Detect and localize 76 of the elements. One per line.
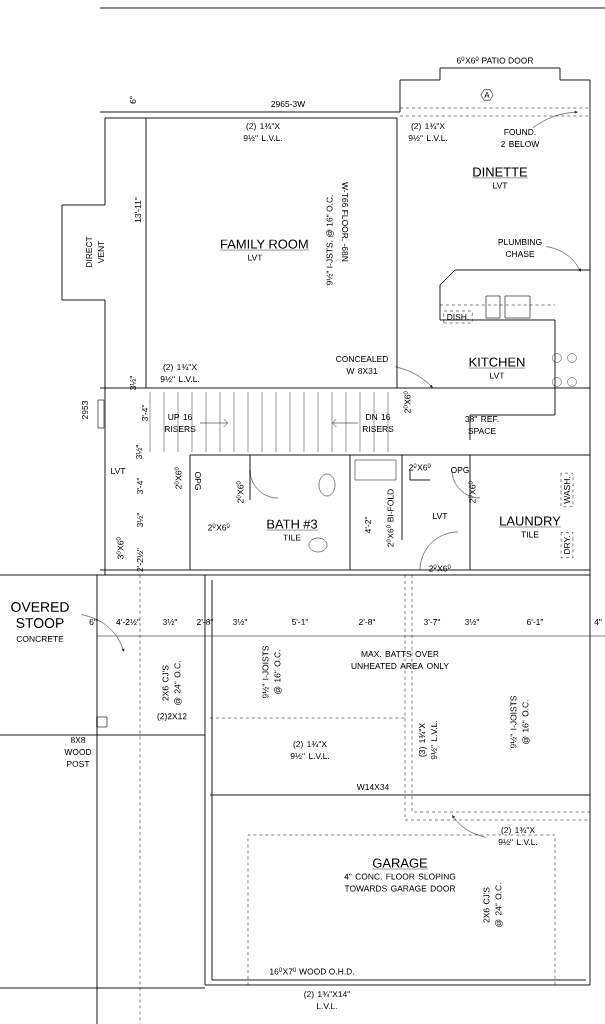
plan-note: 8X8 WOOD POST [64,737,92,767]
plan-note: (2) 1¾"X 9½" L.V.L. [243,122,282,142]
plan-note: 2$^{0}$X6$^{0}$ [236,481,244,503]
plan-note: W-T66 FLOOR. -68N [342,182,348,262]
plan-note: 3'-7" [423,619,441,625]
appliance-box: WASH. [560,473,574,507]
plan-note: 2$^{0}$X6$^{0}$ [468,481,476,503]
plan-note: 9½" I-JSTS. @ 16" O.C. [326,195,334,286]
plan-note: OPG [451,467,469,473]
plan-note: MAX. BATTS OVER UNHEATED AREA ONLY [351,651,449,669]
plan-note: 2'-2½" [137,548,143,572]
plan-note: 3½" [464,619,479,625]
plan-note: 3½" [137,512,143,528]
note-text: (2) 1¾"X 9½" L.V.L. [498,826,537,846]
plan-note: 2X6 CJ'S @ 24" O.C. [483,883,503,927]
room-label: LAUNDRY TILE [498,516,562,538]
plan-note: (2)2X12 [157,713,187,721]
note-text: DN 16 RISERS [362,414,394,432]
plan-note: 2$^{0}$X6$^{0}$ [174,467,182,489]
plan-note: 3'-4" [137,477,143,495]
plan-note: 3½" [130,375,136,391]
plan-note: 9½" I-JOISTS @ 16" O.C. [262,645,282,699]
plan-note: 2'-8" [359,619,376,625]
plan-note: 4'-2" [365,516,371,534]
leader-line [80,614,125,652]
plan-note: 2'-8" [197,619,214,625]
leader-line [545,246,581,272]
note-text: UP 16 RISERS [164,414,196,432]
room-label: FAMILY ROOM LVT [219,239,309,261]
room-label: GARAGE 4" CONC. FLOOR SLOPING TOWARDS GARAGE DOOR [344,858,456,892]
appliance-box: DRY. [560,532,574,558]
plan-note: 2953 [82,400,88,419]
plan-note: 38" REF. SPACE [465,416,499,434]
plan-note: 2$^{0}$X6$^{0}$ [208,523,230,531]
appliance-box: DISH. [443,310,473,324]
plan-note: 16$^{0}$X7$^{0}$ WOOD O.H.D. [270,967,354,975]
plan-note: 3½" [162,619,177,625]
note-text: PLUMBING CHASE [498,239,542,257]
room-label: DINETTE LVT [472,167,528,189]
plan-note: 2X6 CJ'S @ 24" O.C. [162,661,182,705]
plan-note: 4'-2½" [116,619,140,625]
plan-note: 2$^{0}$X6$^{0}$ [403,391,411,413]
leader-line [452,815,487,838]
plan-note: 2965-3W [271,101,306,107]
leader-line [394,366,433,388]
plan-note: 6" [130,96,136,104]
room-label: BATH #3 TILE [266,519,318,541]
plan-note: 3$^{0}$X6$^{0}$ [116,537,124,559]
plan-note: 3½" [232,619,247,625]
note-text: FOUND. 2 BELOW [501,129,540,147]
plan-note: (2) 1¾"X 9½" L.V.L. [290,740,329,760]
plan-note: 13'-11" [135,197,141,223]
room-label: OVERED STOOP CONCRETE [11,602,69,642]
plan-note: OPG [195,472,201,490]
plan-note: (2) 1¾"X 9½" L.V.L. [160,363,199,383]
plan-note: W14X34 [356,784,389,790]
plan-note: 2$^{0}$X6$^{0}$ BI-FOLD [386,489,394,547]
plan-note: 6$^{0}$X6$^{0}$ PATIO DOOR [456,56,534,64]
room-label: KITCHEN LVT [468,357,526,379]
plan-note: (2) 1¾"X 9½" L.V.L. [408,122,447,142]
plan-note: 6'-1" [527,619,544,625]
note-text: CONCEALED W 8X31 [336,356,388,374]
plan-note: 2$^{0}$X6$^{0}$ [409,463,431,471]
note-text: DIRECT VENT [86,236,104,268]
plan-note: 5'-1" [291,619,309,625]
plan-note: 2$^{0}$X6$^{0}$ [429,564,451,572]
plan-note: (3) 1¾"X 9½" L.V.L. [418,721,438,760]
plan-note: 6" [89,619,97,625]
plan-note: (2) 1¾"X14" L.V.L. [304,990,350,1010]
plan-note: 3½" [136,444,142,460]
leader-line [532,111,578,129]
plan-note: 4" [594,619,602,625]
plan-note: LVT [111,468,126,474]
plan-note: LVT [433,513,448,519]
plan-note: 3'-4" [142,404,148,422]
plan-note: 9½" I-JOISTS @ 16" O.C. [510,695,530,749]
